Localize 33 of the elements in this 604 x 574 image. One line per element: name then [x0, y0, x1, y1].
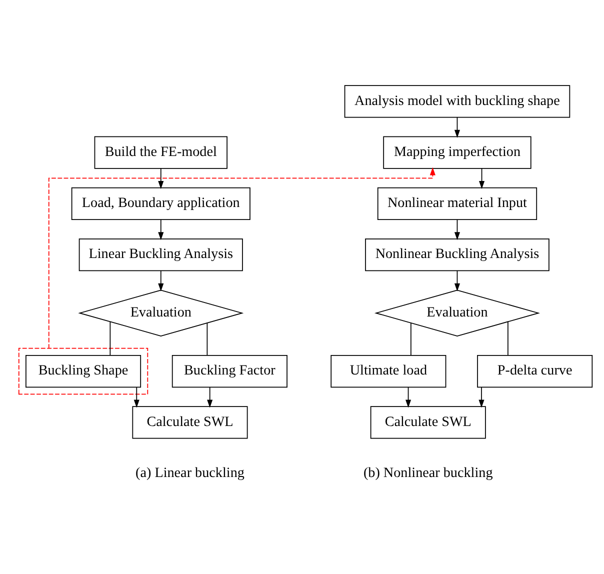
node-box: Linear Buckling Analysis	[78, 238, 243, 271]
arrow	[406, 386, 412, 408]
arrow	[207, 386, 213, 408]
node-diamond: Evaluation	[374, 289, 540, 336]
arrow	[158, 270, 164, 291]
node-box: Calculate SWL	[370, 406, 486, 438]
node-box: Buckling Shape	[26, 354, 142, 388]
connector	[206, 322, 208, 356]
arrow	[478, 386, 484, 408]
cluster	[18, 347, 148, 394]
node-box: Load, Boundary application	[71, 186, 250, 220]
node-box: Ultimate load	[330, 354, 446, 388]
connector	[110, 320, 111, 356]
node-box: P-delta curve	[477, 354, 593, 388]
arrow	[478, 168, 485, 188]
node-box: Calculate SWL	[132, 406, 248, 438]
label: (b) Nonlinear buckling	[363, 464, 493, 480]
arrow	[454, 116, 460, 138]
node-box: Analysis model with buckling shape	[344, 84, 570, 118]
arrow	[48, 166, 436, 348]
node-box: Mapping imperfection	[383, 136, 532, 168]
arrow	[454, 270, 460, 291]
node-box: Buckling Factor	[172, 354, 288, 388]
node-box: Nonlinear Buckling Analysis	[365, 238, 550, 271]
node-diamond: Evaluation	[78, 289, 244, 336]
arrow	[158, 168, 164, 188]
connector	[410, 322, 412, 356]
label: (a) Linear buckling	[136, 464, 244, 480]
arrow	[134, 386, 140, 408]
node-box: Build the FE-model	[94, 136, 228, 168]
arrow	[454, 218, 460, 240]
node-box: Nonlinear material Input	[377, 186, 538, 220]
arrow	[158, 218, 164, 240]
